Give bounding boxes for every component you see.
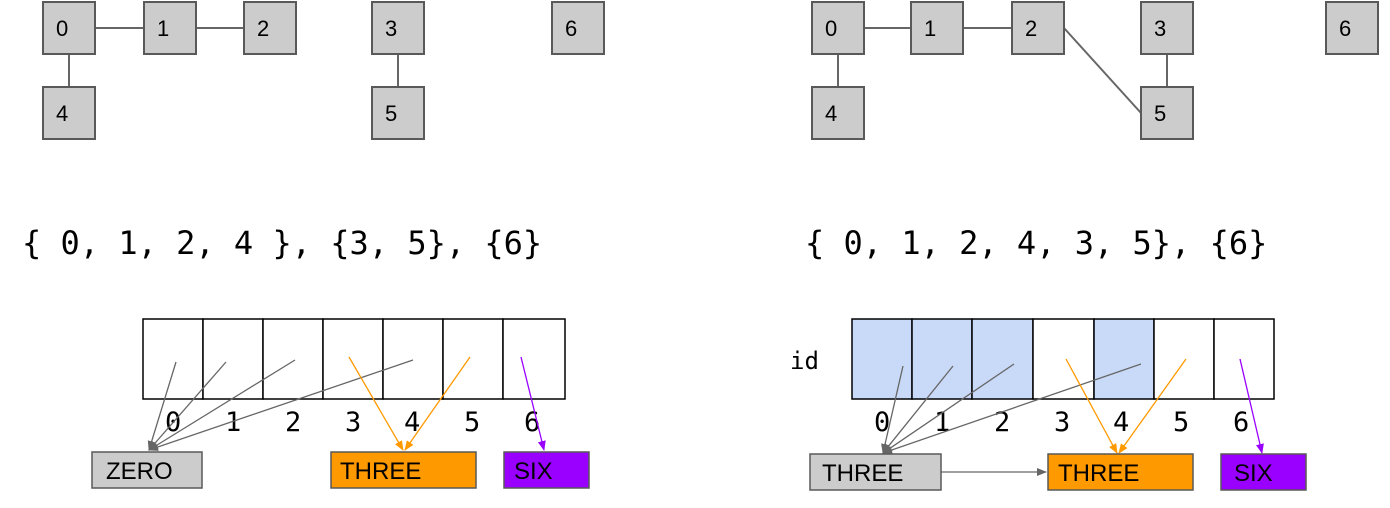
left-label-three: THREE	[340, 458, 421, 485]
left-cell-4	[382, 318, 444, 400]
left-sets-text: { 0, 1, 2, 4 }, {3, 5}, {6}	[22, 224, 542, 262]
left-panel: 0 1 2 3 4 5 6	[22, 1, 605, 489]
right-node-2-label: 2	[1025, 16, 1037, 41]
left-pointer-1	[148, 361, 227, 451]
left-cell-1	[202, 318, 264, 400]
left-node-3-label: 3	[385, 16, 397, 41]
right-graph: 0 1 2 3 4 5 6	[811, 1, 1379, 140]
left-index-2: 2	[285, 407, 301, 438]
left-label-six: SIX	[514, 458, 553, 485]
right-node-6: 6	[1325, 1, 1379, 55]
left-label-three-box	[330, 451, 477, 489]
left-index-5: 5	[464, 407, 480, 438]
left-label-six-box	[503, 451, 590, 489]
left-pointer-2	[148, 359, 296, 451]
right-label-old-three: THREE	[822, 460, 903, 487]
left-pointer-6	[520, 356, 546, 451]
right-array-label: id	[790, 347, 819, 375]
right-id-array	[851, 318, 1275, 400]
left-id-array	[142, 318, 566, 400]
left-cell-6	[502, 318, 566, 400]
left-labels: ZERO THREE SIX	[91, 451, 590, 489]
right-edge-2-5	[1063, 27, 1142, 114]
right-label-six: SIX	[1234, 460, 1273, 487]
right-node-5: 5	[1140, 86, 1194, 140]
right-node-1-label: 1	[924, 16, 936, 41]
left-graph: 0 1 2 3 4 5 6	[42, 1, 605, 140]
right-label-three-box	[1047, 453, 1194, 491]
left-node-5: 5	[371, 86, 425, 140]
left-pointers	[147, 356, 546, 451]
right-label-old-three-box	[809, 453, 942, 491]
right-pointer-2	[882, 363, 1015, 454]
right-index-0: 0	[874, 407, 890, 438]
left-node-4: 4	[42, 86, 96, 140]
left-index-3: 3	[345, 407, 361, 438]
right-node-5-label: 5	[1154, 101, 1166, 126]
left-node-3: 3	[371, 1, 425, 55]
left-cell-2	[262, 318, 324, 400]
right-node-4: 4	[811, 86, 865, 140]
right-sets-text: { 0, 1, 2, 4, 3, 5}, {6}	[805, 224, 1267, 262]
left-cell-3	[322, 318, 384, 400]
left-indices: 0 1 2 3 4 5 6	[165, 407, 540, 438]
right-cell-1	[911, 318, 973, 400]
left-label-zero-box	[91, 451, 203, 489]
right-pointer-0	[881, 365, 904, 454]
right-cell-4	[1093, 318, 1155, 400]
right-label-three: THREE	[1058, 460, 1139, 487]
right-pointer-5	[1118, 358, 1187, 454]
left-node-6: 6	[551, 1, 605, 55]
right-node-4-label: 4	[825, 101, 837, 126]
left-index-6: 6	[524, 407, 540, 438]
right-node-3: 3	[1140, 1, 1194, 55]
right-index-3: 3	[1054, 407, 1070, 438]
left-node-0-label: 0	[56, 16, 68, 41]
left-label-zero: ZERO	[106, 458, 173, 485]
right-node-6-label: 6	[1339, 16, 1351, 41]
right-index-6: 6	[1233, 407, 1249, 438]
right-node-0: 0	[811, 1, 865, 55]
right-index-2: 2	[994, 407, 1010, 438]
right-cell-5	[1153, 318, 1215, 400]
left-index-1: 1	[225, 407, 241, 438]
right-pointer-3	[1065, 358, 1118, 454]
right-pointers	[881, 358, 1264, 476]
left-pointer-5	[404, 356, 471, 451]
left-pointer-4	[148, 359, 414, 451]
left-node-1-label: 1	[157, 16, 169, 41]
right-node-1: 1	[910, 1, 964, 55]
left-node-1: 1	[143, 1, 197, 55]
right-panel: 0 1 2 3 4 5 6	[790, 1, 1379, 491]
right-node-0-label: 0	[825, 16, 837, 41]
left-node-2: 2	[243, 1, 297, 55]
left-node-6-label: 6	[565, 16, 577, 41]
right-pointer-6	[1239, 358, 1264, 454]
right-cell-3	[1032, 318, 1095, 400]
left-pointer-0	[147, 361, 177, 451]
left-pointer-3	[348, 356, 404, 451]
right-cell-6	[1213, 318, 1275, 400]
right-labels: THREE THREE SIX	[809, 453, 1307, 491]
left-node-5-label: 5	[385, 101, 397, 126]
left-index-4: 4	[404, 407, 420, 438]
left-node-0: 0	[42, 1, 96, 55]
right-index-4: 4	[1113, 407, 1129, 438]
right-node-3-label: 3	[1154, 16, 1166, 41]
right-label-six-box	[1220, 453, 1307, 491]
right-pointer-1	[882, 365, 954, 454]
right-node-2: 2	[1011, 1, 1065, 55]
right-cell-0	[851, 318, 913, 400]
right-indices: 0 1 2 3 4 5 6	[874, 407, 1249, 438]
left-node-2-label: 2	[257, 16, 269, 41]
right-pointer-4	[882, 363, 1142, 454]
left-cell-5	[442, 318, 504, 400]
right-index-5: 5	[1173, 407, 1189, 438]
right-index-1: 1	[934, 407, 950, 438]
left-node-4-label: 4	[56, 101, 68, 126]
left-cell-0	[142, 318, 204, 400]
